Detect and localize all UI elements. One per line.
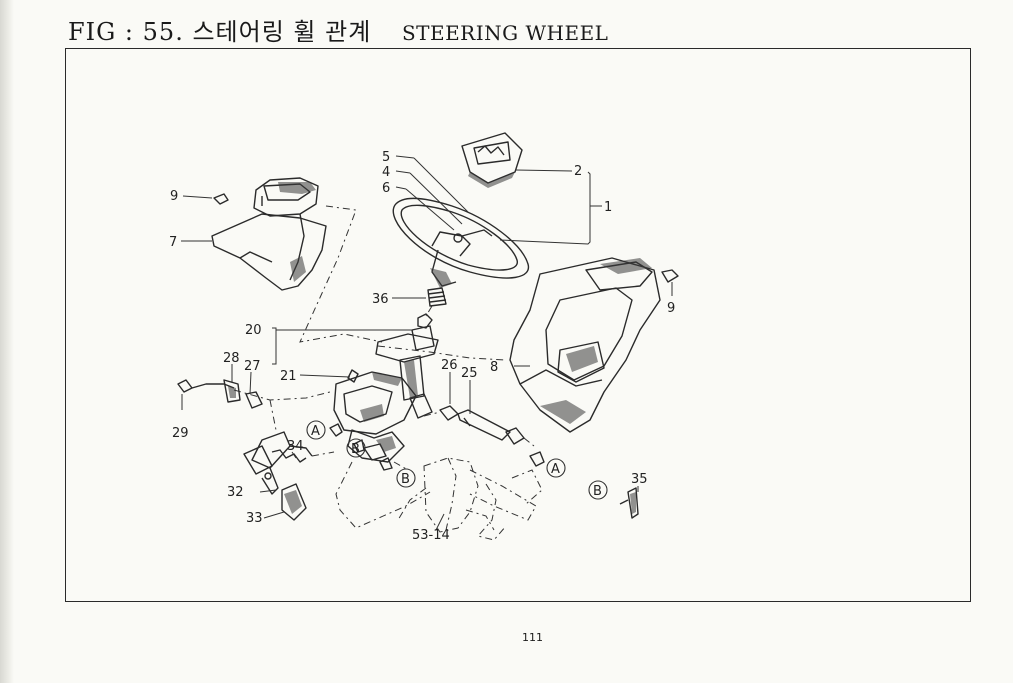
- part-labels: 5 4 6 2 1 9 7 36 20 21 28 27 29 26 25 8 …: [169, 150, 675, 543]
- part-label-8: 8: [490, 360, 498, 375]
- scan-edge: [0, 0, 14, 683]
- page-number: 111: [522, 631, 543, 644]
- part-label-27: 27: [244, 359, 261, 374]
- marker-b-center: B: [401, 472, 410, 487]
- marker-b-left: B: [351, 442, 360, 457]
- part-label-25: 25: [461, 366, 478, 381]
- screw-9-left: [213, 193, 229, 205]
- column-cover-lower: [509, 257, 661, 433]
- part-label-4: 4: [382, 165, 390, 180]
- part-label-33: 33: [246, 511, 263, 526]
- pedal-assembly: [243, 431, 313, 521]
- clips: [329, 423, 545, 471]
- column-bracket: [333, 369, 417, 463]
- screw-9-right: [661, 269, 679, 283]
- page-title: FIG : 55. 스테어링 휠 관계 STEERING WHEEL: [68, 12, 608, 47]
- part-label-5: 5: [382, 150, 390, 165]
- figure-number: FIG : 55.: [68, 18, 184, 46]
- part-label-20: 20: [245, 323, 262, 338]
- part-label-32: 32: [227, 485, 244, 500]
- part-label-7: 7: [169, 235, 177, 250]
- reference-marker-letters: A B B A B: [311, 424, 602, 499]
- steering-gear-assembly: [397, 457, 543, 541]
- assembly-lines: [233, 205, 535, 529]
- part-label-21: 21: [280, 369, 297, 384]
- column-cover-upper: [211, 177, 327, 291]
- part-label-2: 2: [574, 164, 582, 179]
- marker-a-right: A: [551, 462, 560, 477]
- marker-b-right: B: [593, 484, 602, 499]
- part-label-36: 36: [372, 292, 389, 307]
- part-label-53-14: 53-14: [412, 528, 450, 543]
- title-korean: 스테어링 휠 관계: [192, 18, 372, 46]
- title-english: STEERING WHEEL: [401, 21, 609, 45]
- part-label-26: 26: [441, 358, 458, 373]
- part-label-35: 35: [631, 472, 648, 487]
- part-label-34: 34: [287, 439, 304, 454]
- part-label-9-left: 9: [170, 189, 178, 204]
- steering-column-shaft: [375, 313, 439, 419]
- marker-a-left: A: [311, 424, 320, 439]
- lever-linkage: [177, 379, 263, 409]
- horn-pad: [461, 132, 523, 188]
- part-label-29: 29: [172, 426, 189, 441]
- bracket-35: [619, 487, 639, 519]
- horn-contact-36: [427, 287, 447, 307]
- intermediate-shaft: [439, 405, 525, 445]
- steering-wheel: [392, 197, 530, 288]
- leader-lines: [181, 155, 673, 531]
- diagram-frame: [65, 48, 971, 602]
- part-label-28: 28: [223, 351, 240, 366]
- part-label-1: 1: [604, 200, 612, 215]
- reference-marker-circles: [306, 420, 608, 500]
- part-label-9-right: 9: [667, 301, 675, 316]
- part-label-6: 6: [382, 181, 390, 196]
